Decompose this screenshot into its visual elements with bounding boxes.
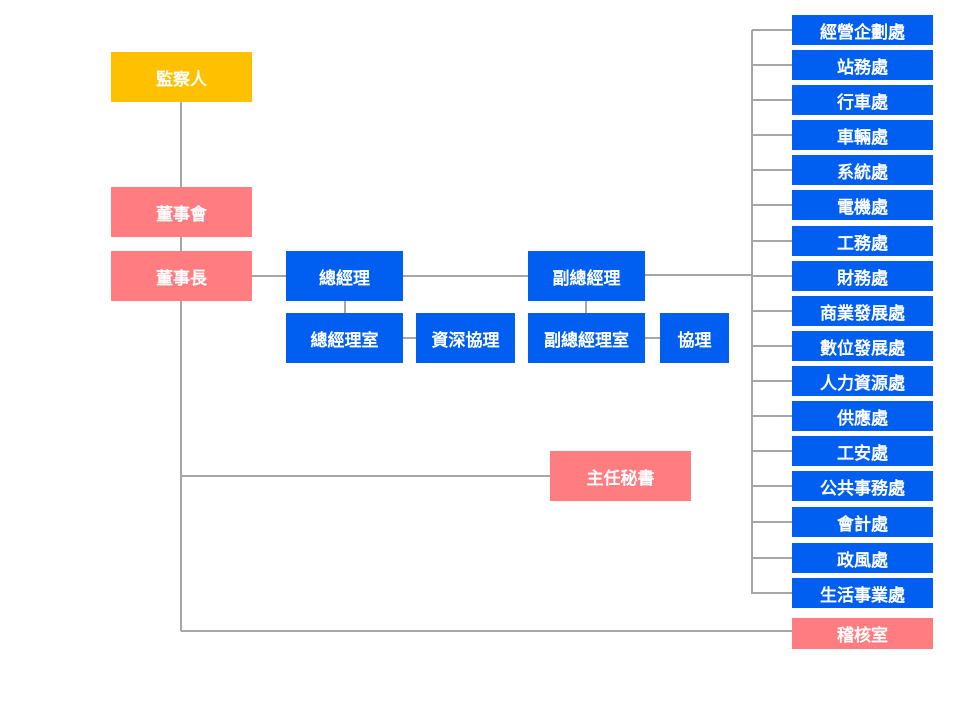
dept-label: 系統處 — [837, 162, 888, 183]
vgm-label: 副總經理 — [552, 268, 621, 289]
chairman-label: 董事長 — [156, 268, 207, 289]
dept-1: 經營企劃處 — [792, 15, 933, 45]
board-label: 董事會 — [156, 204, 207, 225]
dept-label: 會計處 — [837, 514, 888, 535]
dept-label: 商業發展處 — [820, 303, 905, 324]
senior-asst-box: 資深協理 — [416, 313, 515, 363]
dept-3: 行車處 — [792, 85, 933, 115]
vgm-box: 副總經理 — [528, 251, 645, 301]
chief-secretary-box: 主任秘書 — [550, 451, 691, 501]
dept-2: 站務處 — [792, 50, 933, 80]
dept-16: 政風處 — [792, 543, 933, 573]
dept-label: 工務處 — [837, 233, 888, 254]
dept-17: 生活事業處 — [792, 578, 933, 608]
dept-label: 生活事業處 — [820, 585, 905, 606]
asst-box: 協理 — [660, 313, 729, 363]
board-box: 董事會 — [111, 187, 252, 237]
vgm-office-label: 副總經理室 — [544, 330, 629, 351]
dept-label: 經營企劃處 — [820, 22, 905, 43]
vgm-office-box: 副總經理室 — [528, 313, 645, 363]
dept-label: 行車處 — [837, 92, 888, 113]
dept-label: 政風處 — [837, 550, 888, 571]
dept-label: 公共事務處 — [820, 478, 905, 499]
audit-box: 稽核室 — [792, 618, 933, 649]
supervisor-label: 監察人 — [156, 69, 207, 90]
dept-10: 數位發展處 — [792, 331, 933, 361]
supervisor-box: 監察人 — [111, 52, 252, 102]
dept-label: 電機處 — [837, 197, 888, 218]
dept-label: 財務處 — [837, 268, 888, 289]
asst-label: 協理 — [677, 330, 712, 351]
dept-label: 數位發展處 — [820, 338, 905, 359]
senior-asst-label: 資深協理 — [431, 330, 500, 351]
dept-13: 工安處 — [792, 436, 933, 466]
dept-4: 車輛處 — [792, 120, 933, 150]
chief-secretary-label: 主任秘書 — [586, 468, 655, 489]
dept-14: 公共事務處 — [792, 471, 933, 501]
dept-5: 系統處 — [792, 155, 933, 185]
dept-7: 工務處 — [792, 226, 933, 256]
gm-box: 總經理 — [286, 251, 403, 301]
dept-12: 供應處 — [792, 401, 933, 431]
dept-label: 車輛處 — [837, 127, 888, 148]
dept-label: 供應處 — [837, 408, 888, 429]
dept-15: 會計處 — [792, 507, 933, 537]
dept-label: 人力資源處 — [820, 373, 905, 394]
gm-office-label: 總經理室 — [310, 330, 379, 351]
dept-label: 工安處 — [837, 443, 888, 464]
dept-11: 人力資源處 — [792, 366, 933, 396]
gm-office-box: 總經理室 — [286, 313, 403, 363]
audit-label: 稽核室 — [837, 626, 888, 646]
dept-6: 電機處 — [792, 190, 933, 220]
chairman-box: 董事長 — [111, 251, 252, 301]
dept-label: 站務處 — [837, 57, 888, 78]
dept-8: 財務處 — [792, 261, 933, 291]
gm-label: 總經理 — [319, 268, 370, 289]
dept-9: 商業發展處 — [792, 296, 933, 326]
